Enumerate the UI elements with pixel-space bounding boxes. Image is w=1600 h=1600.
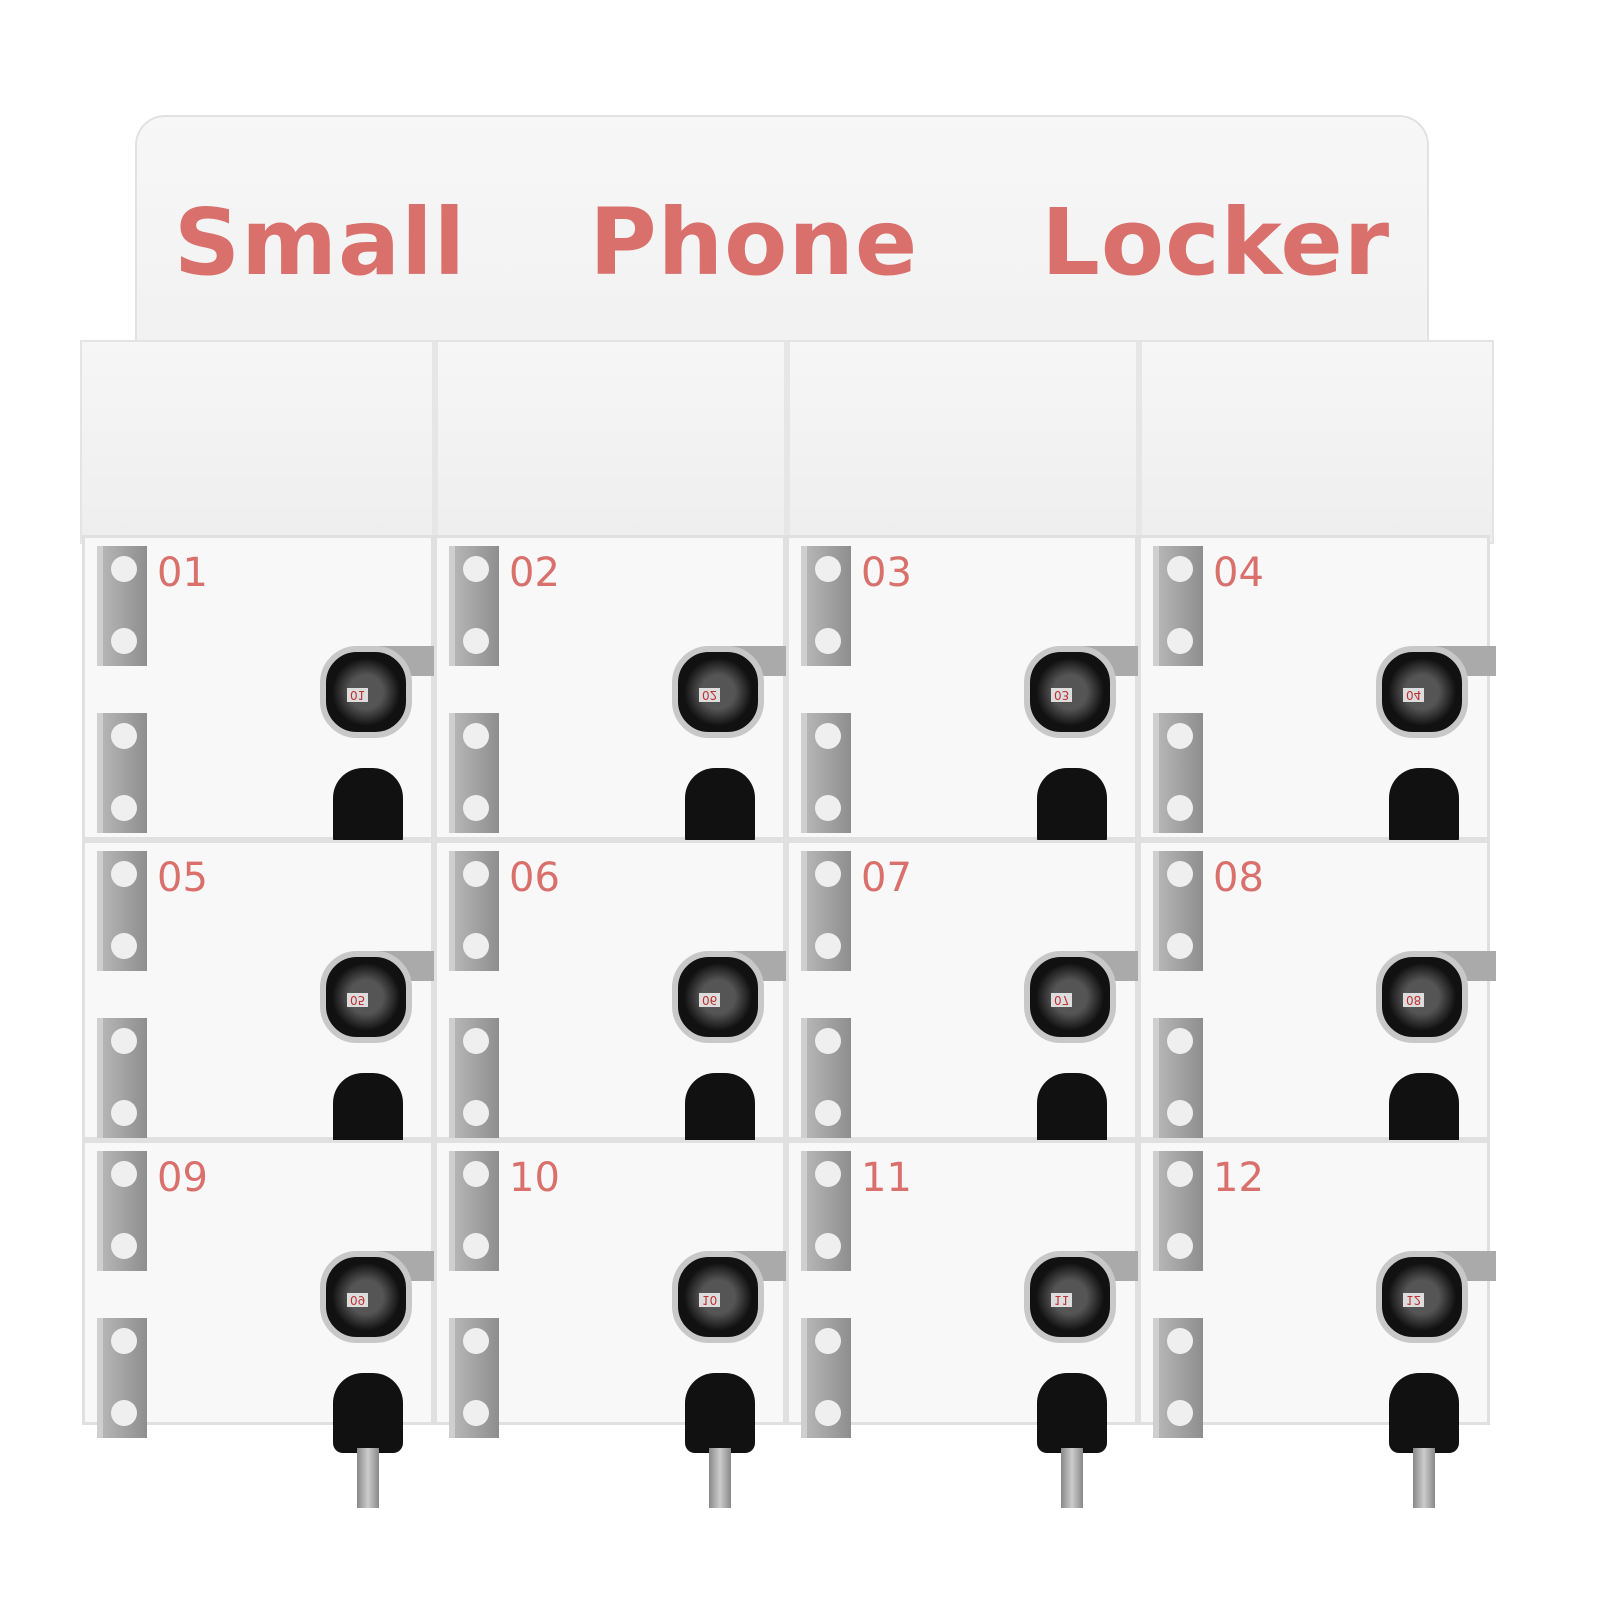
- divider: [784, 342, 790, 542]
- lock-icon[interactable]: [1024, 646, 1116, 738]
- locker-door[interactable]: 11 11: [786, 1140, 1144, 1508]
- locker-number: 12: [1213, 1155, 1264, 1201]
- divider: [432, 342, 438, 542]
- locker-door[interactable]: 12 12: [1138, 1140, 1496, 1508]
- hinge-icon: [1153, 851, 1203, 971]
- hinge-icon: [449, 1151, 499, 1271]
- hinge-icon: [1153, 1318, 1203, 1438]
- key-blade: [357, 1448, 379, 1508]
- hinge-icon: [801, 1151, 851, 1271]
- key-tag: 03: [1051, 688, 1073, 702]
- hinge-icon: [449, 1018, 499, 1138]
- locker-number: 04: [1213, 550, 1264, 596]
- hinge-icon: [97, 1318, 147, 1438]
- key-tag: 04: [1403, 688, 1425, 702]
- key-icon[interactable]: [1389, 768, 1459, 848]
- locker-door[interactable]: 01 01: [82, 535, 440, 903]
- key-icon[interactable]: [333, 1373, 403, 1453]
- locker-door[interactable]: 10 10: [434, 1140, 792, 1508]
- key-icon[interactable]: [685, 1373, 755, 1453]
- locker-door[interactable]: 04 04: [1138, 535, 1496, 903]
- key-tag: 05: [347, 993, 369, 1007]
- locker-door[interactable]: 02 02: [434, 535, 792, 903]
- key-tag: 01: [347, 688, 369, 702]
- hinge-icon: [1153, 1018, 1203, 1138]
- locker-number: 11: [861, 1155, 912, 1201]
- locker-number: 06: [509, 855, 560, 901]
- key-icon[interactable]: [1389, 1373, 1459, 1453]
- locker-number: 10: [509, 1155, 560, 1201]
- locker-door[interactable]: 09 09: [82, 1140, 440, 1508]
- locker-door[interactable]: 03 03: [786, 535, 1144, 903]
- locker-number: 09: [157, 1155, 208, 1201]
- locker-number: 08: [1213, 855, 1264, 901]
- hinge-icon: [801, 713, 851, 833]
- locker-number: 05: [157, 855, 208, 901]
- locker-top-compartment: [80, 340, 1494, 544]
- divider: [1136, 342, 1142, 542]
- lock-icon[interactable]: [320, 951, 412, 1043]
- key-tag: 06: [699, 993, 721, 1007]
- hinge-icon: [97, 546, 147, 666]
- locker-number: 02: [509, 550, 560, 596]
- key-tag: 11: [1051, 1293, 1073, 1307]
- locker-sign-panel: Small Phone Locker: [135, 115, 1429, 357]
- locker-number: 01: [157, 550, 208, 596]
- hinge-icon: [97, 1018, 147, 1138]
- key-icon[interactable]: [685, 768, 755, 848]
- hinge-icon: [1153, 546, 1203, 666]
- hinge-icon: [1153, 713, 1203, 833]
- key-icon[interactable]: [1389, 1073, 1459, 1153]
- locker-door[interactable]: 07 07: [786, 840, 1144, 1208]
- locker-door[interactable]: 08 08: [1138, 840, 1496, 1208]
- hinge-icon: [449, 546, 499, 666]
- key-blade: [709, 1448, 731, 1508]
- key-tag: 12: [1403, 1293, 1425, 1307]
- key-tag: 09: [347, 1293, 369, 1307]
- key-icon[interactable]: [1037, 1073, 1107, 1153]
- key-tag: 10: [699, 1293, 721, 1307]
- key-blade: [1061, 1448, 1083, 1508]
- locker-door[interactable]: 05 05: [82, 840, 440, 1208]
- hinge-icon: [801, 851, 851, 971]
- hinge-icon: [801, 546, 851, 666]
- hinge-icon: [97, 1151, 147, 1271]
- sign-title: Small Phone Locker: [173, 189, 1391, 296]
- key-tag: 07: [1051, 993, 1073, 1007]
- key-tag: 08: [1403, 993, 1425, 1007]
- key-icon[interactable]: [685, 1073, 755, 1153]
- key-blade: [1413, 1448, 1435, 1508]
- hinge-icon: [801, 1318, 851, 1438]
- locker-grid: 01 01 02 02 03 03 04 04 05 05: [82, 535, 1496, 1508]
- key-icon[interactable]: [333, 768, 403, 848]
- hinge-icon: [449, 851, 499, 971]
- hinge-icon: [1153, 1151, 1203, 1271]
- hinge-icon: [97, 851, 147, 971]
- locker-door[interactable]: 06 06: [434, 840, 792, 1208]
- key-icon[interactable]: [333, 1073, 403, 1153]
- hinge-icon: [449, 713, 499, 833]
- locker-number: 03: [861, 550, 912, 596]
- key-icon[interactable]: [1037, 768, 1107, 848]
- key-icon[interactable]: [1037, 1373, 1107, 1453]
- hinge-icon: [449, 1318, 499, 1438]
- lock-icon[interactable]: [320, 1251, 412, 1343]
- locker-number: 07: [861, 855, 912, 901]
- key-tag: 02: [699, 688, 721, 702]
- hinge-icon: [97, 713, 147, 833]
- lock-icon[interactable]: [1376, 1251, 1468, 1343]
- hinge-icon: [801, 1018, 851, 1138]
